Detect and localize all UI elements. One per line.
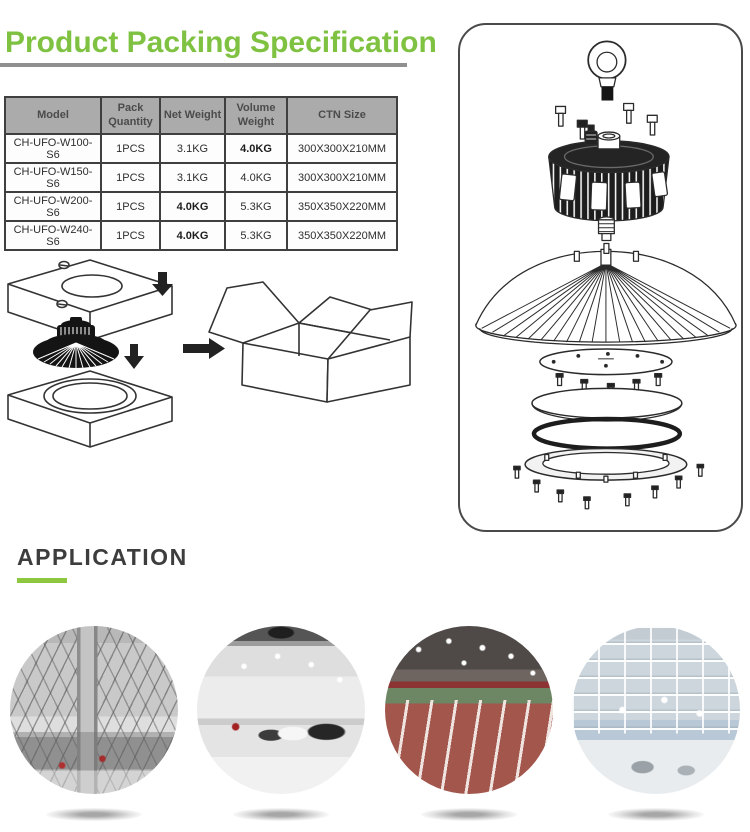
- table-row: CH-UFO-W200-S6 1PCS 4.0KG 5.3KG 350X350X…: [4, 191, 398, 222]
- cell-volume-weight: 5.3KG: [224, 191, 288, 222]
- cable-connector: [597, 216, 615, 242]
- application-photos: [0, 626, 750, 821]
- industrial-building-interior-photo: [9, 626, 178, 794]
- table-row: CH-UFO-W240-S6 1PCS 4.0KG 5.3KG 350X350X…: [4, 220, 398, 251]
- cell-volume-weight: 5.3KG: [224, 220, 288, 251]
- application-photo-item: [384, 626, 553, 821]
- table-row: CH-UFO-W150-S6 1PCS 3.1KG 4.0KG 300X300X…: [4, 162, 398, 193]
- gasket-ring: [531, 416, 683, 451]
- application-photo-item: [9, 626, 178, 821]
- col-header-ctn-size: CTN Size: [286, 96, 398, 135]
- mounting-ring: [524, 447, 688, 483]
- eye-bolt: [587, 40, 627, 101]
- cell-net-weight: 3.1KG: [159, 133, 226, 164]
- foam-insert-bottom: [7, 370, 173, 448]
- photo-shadow: [420, 808, 517, 821]
- cell-volume-weight: 4.0KG: [224, 133, 288, 164]
- screw: [646, 114, 658, 136]
- application-photo-item: [572, 626, 741, 821]
- col-header-pack-quantity: Pack Quantity: [100, 96, 161, 135]
- cell-volume-weight: 4.0KG: [224, 162, 288, 193]
- col-header-volume-weight: Volume Weight: [224, 96, 288, 135]
- warehouse-high-bay-photo: [572, 626, 741, 794]
- exploded-view-panel: [458, 23, 743, 532]
- col-header-net-weight: Net Weight: [159, 96, 226, 135]
- ufo-lamp: [33, 317, 119, 369]
- led-plate: [539, 348, 673, 376]
- cable-gland: [584, 124, 598, 146]
- heatsink-dome: [475, 242, 737, 346]
- exploded-view-diagram: [475, 40, 737, 510]
- photo-shadow: [45, 808, 142, 821]
- bottom-screws: [513, 463, 705, 510]
- cell-model: CH-UFO-W200-S6: [4, 191, 102, 222]
- cell-net-weight: 4.0KG: [159, 191, 226, 222]
- driver-housing: [548, 124, 670, 222]
- lens-disc: [531, 387, 683, 422]
- packing-steps-diagram: [7, 259, 413, 448]
- cell-model: CH-UFO-W240-S6: [4, 220, 102, 251]
- cell-ctn-size: 350X350X220MM: [286, 220, 398, 251]
- screw: [623, 102, 635, 124]
- application-title: APPLICATION: [17, 544, 188, 570]
- cell-model: CH-UFO-W150-S6: [4, 162, 102, 193]
- photo-shadow: [608, 808, 705, 821]
- cell-ctn-size: 300X300X210MM: [286, 133, 398, 164]
- cell-pack-quantity: 1PCS: [100, 191, 161, 222]
- photo-shadow: [233, 808, 330, 821]
- indoor-parking-showroom-photo: [197, 626, 366, 794]
- cell-ctn-size: 350X350X220MM: [286, 191, 398, 222]
- packing-spec-table: Model Pack Quantity Net Weight Volume We…: [4, 96, 398, 251]
- arrow-down-icon: [152, 272, 173, 296]
- arrow-down-icon: [124, 344, 144, 369]
- carton-box: [208, 281, 413, 403]
- screw: [576, 119, 588, 140]
- cell-pack-quantity: 1PCS: [100, 220, 161, 251]
- page-title: Product Packing Specification: [5, 26, 437, 59]
- table-header-row: Model Pack Quantity Net Weight Volume We…: [4, 96, 398, 135]
- cell-net-weight: 3.1KG: [159, 162, 226, 193]
- cell-pack-quantity: 1PCS: [100, 162, 161, 193]
- application-underline: [17, 578, 67, 583]
- arrow-right-icon: [183, 338, 225, 359]
- cell-ctn-size: 300X300X210MM: [286, 162, 398, 193]
- col-header-model: Model: [4, 96, 102, 135]
- cell-net-weight: 4.0KG: [159, 220, 226, 251]
- title-divider: [0, 63, 407, 67]
- application-photo-item: [197, 626, 366, 821]
- top-port: [597, 131, 621, 150]
- cell-model: CH-UFO-W100-S6: [4, 133, 102, 164]
- indoor-running-track-photo: [384, 626, 553, 794]
- table-row: CH-UFO-W100-S6 1PCS 3.1KG 4.0KG 300X300X…: [4, 133, 398, 164]
- foam-insert-top: [7, 259, 173, 341]
- cell-pack-quantity: 1PCS: [100, 133, 161, 164]
- screw: [554, 105, 567, 127]
